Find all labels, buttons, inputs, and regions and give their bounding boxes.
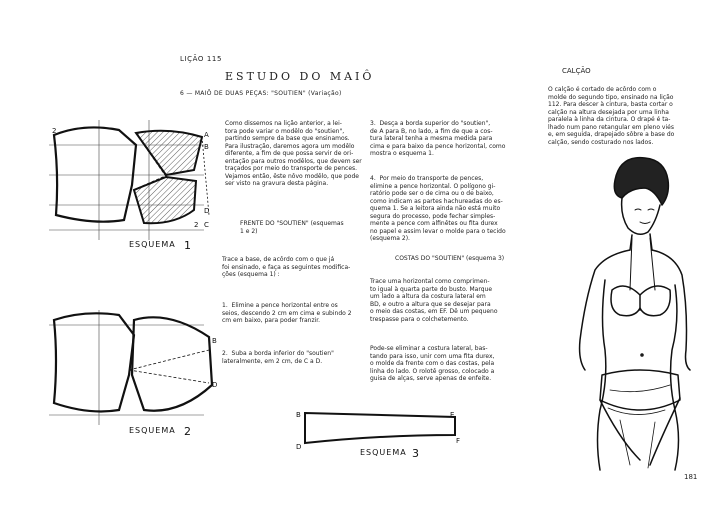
frente-heading: FRENTE DO "SOUTIEN" (esquemas 1 e 2) [240,220,344,235]
esquema-3-diagram: B D E F ESQUEMA 3 [296,411,460,460]
intro-paragraph: Como dissemos na lição anterior, a lei- … [225,120,362,187]
page-number: 181 [684,473,698,481]
esquema2-label: ESQUEMA [129,426,176,435]
esquema3-letter-b: B [296,411,301,419]
item-2: 2. Suba a borda inferior do "soutien" la… [222,350,334,365]
esquema3-label: ESQUEMA [360,448,407,457]
esquema3-letter-f: F [456,437,460,445]
swimsuit-illustration [578,156,691,471]
esquema1-letter-b: B [204,143,209,151]
esquema1-letter-2-top: 2 [52,127,56,135]
eliminate-paragraph: Pode-se eliminar a costura lateral, bas-… [370,345,495,382]
trace-paragraph: Trace a base, de acôrdo com o que já foi… [222,256,351,278]
esquema-2-diagram: B D ESQUEMA 2 [49,310,217,438]
esquema3-letter-e: E [450,411,454,419]
esquema2-letter-b: B [212,337,217,345]
esquema1-letter-c: C [204,221,209,229]
esquema2-number: 2 [184,425,191,438]
esquema1-letter-d: D [204,207,209,215]
esquema1-letter-a: A [204,131,209,139]
lesson-number: LIÇÃO 115 [180,55,223,63]
esquema2-letter-d: D [212,381,217,389]
costas-paragraph: Trace uma horizontal como comprimen- to … [370,278,498,323]
calcao-heading: CALÇÃO [562,67,591,75]
costas-heading: COSTAS DO "SOUTIEN" (esquema 3) [395,255,505,262]
esquema1-label: ESQUEMA [129,240,176,249]
calcao-paragraph: O calção é cortado de acôrdo com o molde… [548,86,675,146]
esquema1-letter-2-bottom: 2 [194,221,198,229]
item-3: 3. Desça a borda superior do "soutien", … [370,120,506,157]
page-title: ESTUDO DO MAIÔ [225,70,375,83]
esquema-1-diagram: 2 A B D 2 C ESQUEMA 1 [49,120,210,252]
esquema1-number: 1 [184,239,191,252]
page-subtitle: 6 — MAIÔ DE DUAS PEÇAS: "SOUTIEN" (Varia… [180,90,342,97]
esquema3-letter-d: D [296,443,301,451]
item-1: 1. Elimine a pence horizontal entre os s… [222,302,352,324]
esquema3-number: 3 [412,447,419,460]
item-4: 4. Por meio do transporte de pences, eli… [370,175,506,242]
